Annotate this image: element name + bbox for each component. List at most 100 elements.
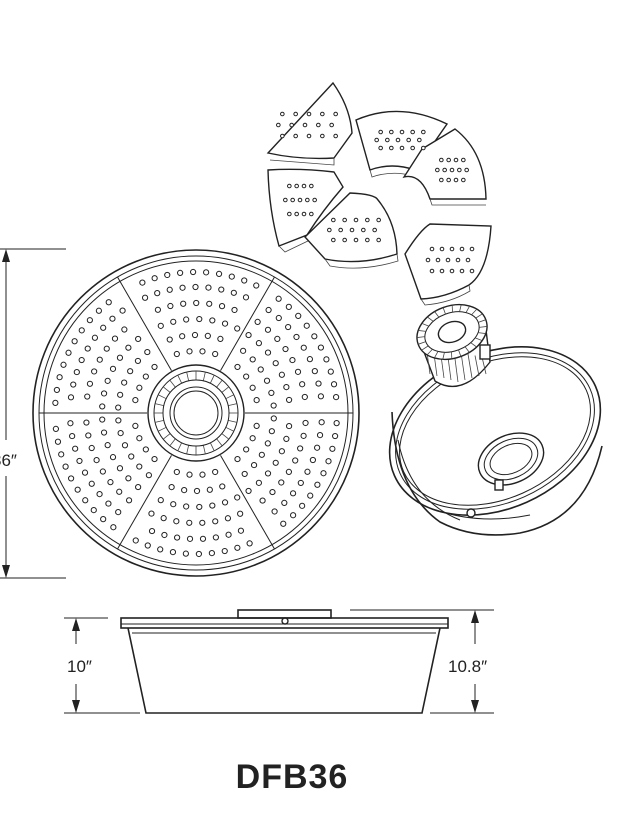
perforation-hole xyxy=(221,547,228,555)
hub-rib xyxy=(202,445,206,455)
perforation-hole xyxy=(179,333,186,340)
segment-hole xyxy=(342,237,347,243)
segment-hole xyxy=(293,133,298,139)
perforation-hole xyxy=(166,336,173,343)
perforation-hole xyxy=(225,531,232,538)
perforation-hole xyxy=(105,299,112,306)
perforation-hole xyxy=(285,422,293,430)
perforation-hole xyxy=(78,356,85,364)
perforation-hole xyxy=(119,307,126,314)
perforation-hole xyxy=(100,324,107,331)
segment-hole xyxy=(302,122,308,128)
perforation-hole xyxy=(212,350,219,358)
segment-hole xyxy=(425,257,431,263)
segment-hole xyxy=(293,111,298,117)
base-height-dimension xyxy=(64,617,140,714)
segment-hole xyxy=(449,268,455,274)
hub-top-rib xyxy=(471,308,478,316)
perforation-hole xyxy=(72,445,79,452)
hub-side-rib xyxy=(467,353,473,379)
perforation-hole xyxy=(268,428,275,435)
perforation-hole xyxy=(283,435,290,443)
perforation-hole xyxy=(135,335,142,343)
perforation-hole xyxy=(174,534,181,541)
perforation-hole xyxy=(107,479,114,486)
hub-rib xyxy=(186,445,190,455)
perforation-hole xyxy=(103,345,110,352)
segment-hole xyxy=(410,129,415,135)
perforation-hole xyxy=(299,502,306,509)
perforation-hole xyxy=(253,282,260,289)
hub-top-rib xyxy=(421,345,429,351)
perforation-hole xyxy=(83,419,90,426)
perforation-hole xyxy=(177,269,184,276)
perforation-hole xyxy=(157,546,164,553)
perforation-hole xyxy=(71,338,78,345)
perforation-hole xyxy=(136,384,143,391)
perforation-hole xyxy=(272,360,279,367)
perforation-hole xyxy=(186,471,193,478)
perforation-hole xyxy=(263,377,271,384)
perforation-hole xyxy=(192,283,199,291)
diameter-dimension xyxy=(0,248,66,579)
perforation-hole xyxy=(206,486,213,493)
segment-hole xyxy=(294,183,299,189)
perforation-hole xyxy=(249,356,256,363)
perforation-hole xyxy=(104,442,111,449)
perforation-hole xyxy=(56,374,63,381)
perforation-hole xyxy=(240,347,247,354)
hub-rib xyxy=(221,433,230,440)
perforation-hole xyxy=(218,286,225,293)
perforation-hole xyxy=(280,520,287,527)
perforation-hole xyxy=(265,306,272,314)
segment-hole xyxy=(378,129,383,135)
perforation-hole xyxy=(115,417,122,424)
perforation-hole xyxy=(299,381,306,388)
perforation-hole xyxy=(179,284,186,291)
segment-hole xyxy=(327,227,332,233)
segment-hole xyxy=(469,268,475,274)
perforation-hole xyxy=(141,294,149,301)
perforation-hole xyxy=(318,419,325,426)
perforation-hole xyxy=(164,271,171,279)
perforation-hole xyxy=(330,381,338,388)
perforation-hole xyxy=(307,492,314,499)
segment-hole xyxy=(372,227,377,233)
segment-hole xyxy=(449,167,455,173)
perforation-hole xyxy=(93,457,100,464)
perforation-hole xyxy=(300,344,307,351)
diameter-label: 36″ xyxy=(0,451,17,470)
hub-ribs xyxy=(154,371,238,455)
segment-hole xyxy=(287,183,292,189)
hub-rib xyxy=(177,442,183,452)
perforation-hole xyxy=(193,487,201,495)
perforation-hole xyxy=(148,510,155,517)
hub-rib xyxy=(228,403,238,407)
perforation-hole xyxy=(58,451,65,458)
perforation-hole xyxy=(253,397,260,404)
hub-top-rib xyxy=(426,348,433,356)
perforation-hole xyxy=(333,394,340,401)
perforation-hole xyxy=(88,480,95,487)
hub-rib xyxy=(157,394,167,400)
divider-line xyxy=(220,276,275,371)
perforation-hole xyxy=(60,361,67,368)
segment-hole xyxy=(289,122,294,128)
perforation-hole xyxy=(160,515,167,522)
hub-top-rib xyxy=(470,342,477,348)
hub-side-rib xyxy=(481,356,487,375)
perforation-hole xyxy=(167,302,174,310)
perforation-hole xyxy=(67,475,75,482)
perforation-hole xyxy=(117,391,124,398)
hub-top-ribs xyxy=(416,304,488,360)
perforation-hole xyxy=(282,345,289,353)
perforation-hole xyxy=(125,475,132,482)
perforation-hole xyxy=(181,486,188,494)
perforation-hole xyxy=(278,448,285,455)
segment-hole xyxy=(406,137,411,143)
hub-side-rib xyxy=(460,352,466,381)
hub-side-rib xyxy=(474,355,480,377)
hub-rib xyxy=(169,438,176,447)
tray-perforations xyxy=(52,268,340,558)
perforation-hole xyxy=(249,384,256,391)
